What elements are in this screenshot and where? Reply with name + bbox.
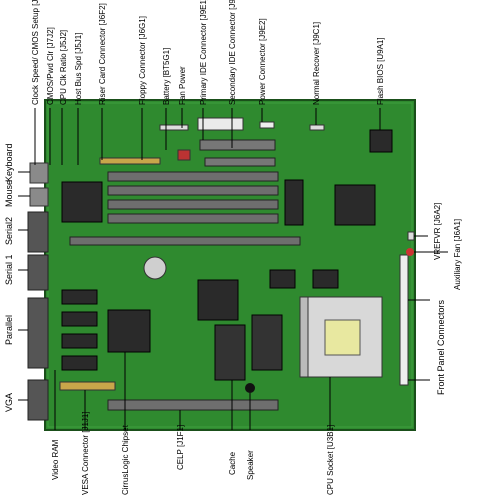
label-cache: Cache <box>228 451 237 475</box>
vesa-connector <box>59 381 116 391</box>
mouse-port <box>29 187 49 207</box>
label-keyboard: Keyboard <box>4 143 14 182</box>
label-celp: CELP [J1F1] <box>176 425 185 470</box>
jumper-block <box>259 121 275 129</box>
small-chip-3 <box>284 179 304 226</box>
label-riser-card: Riser Card Connector [J6F2] <box>98 3 107 105</box>
label-vrefvr: VREFVR [J6A2] <box>433 203 442 260</box>
label-battery: Battery [BT5G1] <box>162 48 171 105</box>
label-primary-ide: Primary IDE Connector [J9E1] <box>199 0 208 105</box>
cpu-socket-lever <box>299 296 309 378</box>
front-panel-header <box>399 254 409 386</box>
vram-chip-2 <box>61 311 98 327</box>
battery-holder <box>177 149 191 161</box>
parallel-port <box>27 297 49 369</box>
power-connector <box>197 117 244 131</box>
serial2-port <box>27 211 49 253</box>
label-aux-fan: Auxiliary Fan [J6A1] <box>453 219 462 290</box>
keyboard-port <box>29 162 49 184</box>
flash-bios-chip <box>369 129 393 153</box>
label-floppy: Floppy Connector [J6G1] <box>138 16 147 105</box>
fan-header <box>159 124 189 131</box>
io-chip <box>61 181 103 223</box>
isa-slot-top <box>69 236 301 246</box>
aux-fan-header <box>406 248 414 256</box>
speaker <box>245 383 255 393</box>
label-clock-speed: Clock Speed/ CMOS Setup [J4K1] <box>31 0 40 105</box>
battery-coin <box>143 256 167 280</box>
cache-chips-2 <box>251 314 283 371</box>
label-power-connector: Power Connector [J9E2] <box>258 18 267 105</box>
small-chip-1 <box>269 269 296 289</box>
vram-chip-3 <box>61 333 98 349</box>
vram-chip-1 <box>61 289 98 305</box>
label-host-bus: Host Bus Spd [J5J1] <box>74 33 83 105</box>
memory-slot-2 <box>107 185 279 196</box>
label-fan-power: Fan Power <box>178 66 187 105</box>
label-serial1: Serial 1 <box>4 254 14 285</box>
label-cpu-socket: CPU Socket [U3B1] <box>326 425 335 495</box>
label-vesa: VESA Connector [J1J1] <box>81 411 90 495</box>
cirruslogic-chip <box>107 309 151 353</box>
label-flash-bios: Flash BIOS [U9A1] <box>376 37 385 105</box>
cpu-socket-center <box>324 319 361 356</box>
north-bridge-chip <box>334 184 376 226</box>
label-cmos-pwd: CMOS/Pwd Clr [J7J2] <box>46 27 55 105</box>
floppy-connector-j6g1 <box>204 157 276 167</box>
label-front-panel: Front Panel Connectors <box>436 299 446 395</box>
vga-port <box>27 379 49 421</box>
memory-slot-1 <box>107 171 279 182</box>
primary-ide-connector <box>199 139 276 151</box>
vram-chip-4 <box>61 355 98 371</box>
cache-chips <box>214 324 246 381</box>
memory-slot-3 <box>107 199 279 210</box>
label-mouse: Mouse <box>4 180 14 207</box>
isa-slot-bottom <box>107 399 279 411</box>
label-speaker: Speaker <box>246 450 255 480</box>
normal-recover-jumper <box>309 124 325 131</box>
label-cpu-clk: CPU Clk Ratio [J5J2] <box>59 30 68 105</box>
label-secondary-ide: Secondary IDE Connector [J9E1] <box>228 0 237 105</box>
riser-connector <box>99 157 161 165</box>
serial1-port <box>27 254 49 291</box>
small-chip-2 <box>312 269 339 289</box>
label-normal-recover: Normal Recover [J9C1] <box>312 22 321 105</box>
bios-chip-2 <box>197 279 239 321</box>
memory-slot-4 <box>107 213 279 224</box>
vrefvr-jumper <box>407 231 415 241</box>
label-serial2: Serial2 <box>4 217 14 245</box>
label-video-ram: Video RAM <box>51 439 60 480</box>
label-vga: VGA <box>4 393 14 412</box>
label-parallel: Parallel <box>4 315 14 345</box>
label-cirrus: CirrusLogic Chipset <box>121 424 130 495</box>
